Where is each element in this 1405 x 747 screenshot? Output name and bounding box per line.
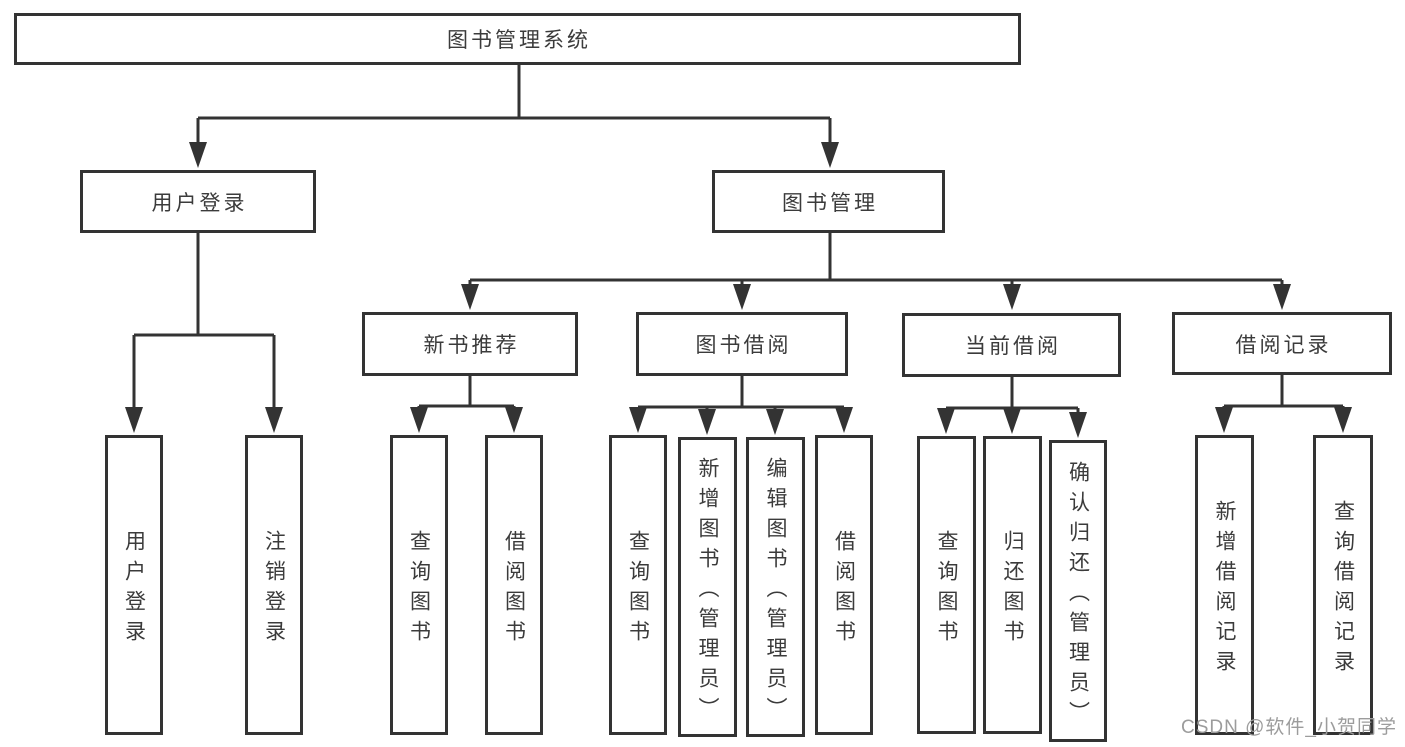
node-label: 确认归还（管理员） (1066, 460, 1090, 731)
leaf-confirm-return-admin: 确认归还（管理员） (1049, 440, 1107, 742)
node-new-book-recommendation: 新书推荐 (362, 312, 578, 376)
leaf-query-books-borrowing: 查询图书 (609, 435, 667, 735)
node-label: 新增借阅记录 (1213, 499, 1236, 680)
node-label: 借阅图书 (502, 529, 526, 650)
node-label: 注销登录 (262, 529, 286, 650)
csdn-watermark: CSDN @软件_小贺同学 (1181, 717, 1397, 738)
leaf-edit-books-admin: 编辑图书（管理员） (746, 437, 805, 737)
node-label: 图书借阅 (695, 334, 792, 357)
node-label: 借阅记录 (1235, 333, 1332, 357)
leaf-add-books-admin: 新增图书（管理员） (678, 437, 737, 737)
node-label: 新增图书（管理员） (696, 456, 719, 727)
node-book-borrowing: 图书借阅 (636, 312, 848, 376)
node-borrowing-records: 借阅记录 (1172, 312, 1392, 375)
node-library-management-system: 图书管理系统 (14, 13, 1021, 65)
node-label: 查询图书 (407, 529, 431, 650)
node-label: 图书管理 (782, 191, 878, 215)
node-current-borrowing: 当前借阅 (902, 313, 1121, 377)
leaf-query-books-current: 查询图书 (917, 436, 976, 734)
leaf-add-borrow-record: 新增借阅记录 (1195, 435, 1254, 735)
node-label: 用户登录 (122, 529, 146, 650)
leaf-return-books: 归还图书 (983, 436, 1042, 734)
leaf-borrow-books-recommend: 借阅图书 (485, 435, 543, 735)
node-label: 查询图书 (935, 529, 958, 650)
node-book-management: 图书管理 (712, 170, 945, 233)
node-label: 查询图书 (626, 529, 650, 650)
arrowheads (125, 142, 1352, 438)
leaf-query-books-recommend: 查询图书 (390, 435, 448, 735)
leaf-user-login: 用户登录 (105, 435, 163, 735)
node-user-login-branch: 用户登录 (80, 170, 316, 233)
node-label: 查询借阅记录 (1331, 499, 1355, 680)
node-label: 归还图书 (1001, 529, 1024, 650)
leaf-logout: 注销登录 (245, 435, 303, 735)
node-label: 用户登录 (151, 191, 248, 215)
node-label: 图书管理系统 (447, 29, 591, 52)
leaf-query-borrow-record: 查询借阅记录 (1313, 435, 1373, 735)
node-label: 编辑图书（管理员） (764, 456, 787, 727)
node-label: 借阅图书 (832, 529, 856, 650)
node-label: 新书推荐 (423, 334, 520, 357)
node-label: 当前借阅 (965, 335, 1061, 358)
leaf-borrow-books: 借阅图书 (815, 435, 873, 735)
